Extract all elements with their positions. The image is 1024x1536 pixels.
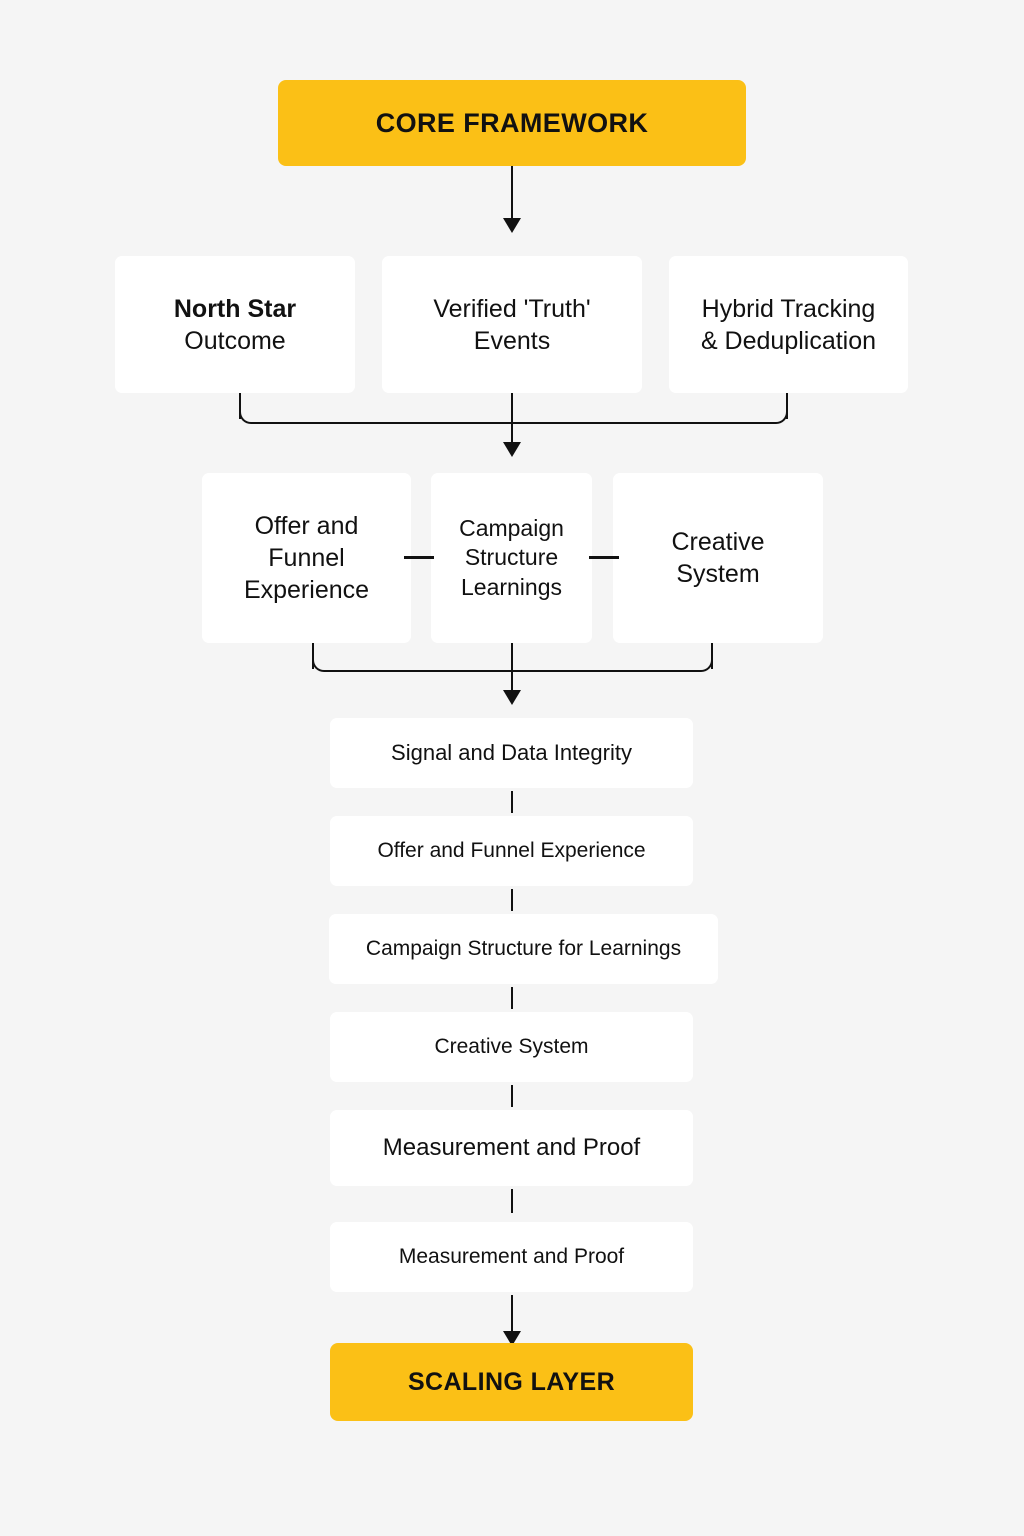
pillar-line-2: Events	[473, 326, 551, 355]
stack-item-label: Campaign Structure for Learnings	[365, 936, 682, 960]
pillar-line-2: & Deduplication	[700, 326, 877, 355]
lever-line-2: Structure	[464, 544, 559, 571]
stack-item-signal-and-data-integrity[interactable]: Signal and Data Integrity	[330, 718, 693, 788]
lever-line-1: Offer and	[254, 512, 359, 540]
connector-stack-to-footer	[511, 1295, 513, 1337]
lever-line-3: Experience	[243, 576, 370, 604]
lever-card-campaign-structure[interactable]: Campaign Structure Learnings	[431, 473, 592, 643]
scaling-layer-label: SCALING LAYER	[407, 1368, 616, 1396]
lever-link-left	[404, 556, 434, 559]
lever-line-2: Funnel	[268, 544, 345, 572]
stack-item-creative-system[interactable]: Creative System	[330, 1012, 693, 1082]
connector-banner-to-pillars	[511, 166, 513, 224]
pillar-card-verified-truth-events[interactable]: Verified 'Truth' Events	[382, 256, 642, 393]
arrowhead-stack-to-footer	[503, 1331, 521, 1346]
stack-item-campaign-structure-for-learnings[interactable]: Campaign Structure for Learnings	[329, 914, 718, 984]
pillar-line-2: Outcome	[184, 326, 286, 355]
core-framework-banner[interactable]: CORE FRAMEWORK	[278, 80, 746, 166]
connector-pillars-to-levers	[511, 393, 513, 448]
lever-line-1: Creative	[671, 528, 765, 556]
arrowhead-banner-to-pillars	[503, 218, 521, 233]
arrowhead-levers-to-stack	[503, 690, 521, 705]
pillar-card-north-star[interactable]: North Star Outcome	[115, 256, 355, 393]
arrowhead-pillars-to-levers	[503, 442, 521, 457]
connector-levers-to-stack	[511, 643, 513, 696]
pillar-line-1: Hybrid Tracking	[701, 294, 876, 323]
stack-connector-5	[511, 1189, 513, 1213]
lever-link-right	[589, 556, 619, 559]
stack-item-label: Offer and Funnel Experience	[377, 838, 646, 862]
pillar-line-1: North Star	[173, 294, 297, 323]
lever-card-offer-and-funnel[interactable]: Offer and Funnel Experience	[202, 473, 411, 643]
lever-card-creative-system[interactable]: Creative System	[613, 473, 823, 643]
pillar-line-1: Verified 'Truth'	[433, 294, 591, 323]
stack-connector-3	[511, 987, 513, 1009]
stack-connector-4	[511, 1085, 513, 1107]
lever-line-3: Learnings	[460, 573, 563, 600]
core-framework-label: CORE FRAMEWORK	[375, 107, 649, 138]
stack-item-measurement-and-proof-secondary[interactable]: Measurement and Proof	[330, 1222, 693, 1292]
stack-item-measurement-and-proof-primary[interactable]: Measurement and Proof	[330, 1110, 693, 1186]
stack-item-label: Measurement and Proof	[382, 1133, 641, 1161]
lever-line-2: System	[676, 560, 760, 588]
merge-bracket-pillars	[239, 396, 788, 424]
stack-item-offer-and-funnel-experience[interactable]: Offer and Funnel Experience	[330, 816, 693, 886]
stack-item-label: Measurement and Proof	[398, 1244, 625, 1268]
pillar-card-hybrid-tracking[interactable]: Hybrid Tracking & Deduplication	[669, 256, 908, 393]
stack-connector-2	[511, 889, 513, 911]
stack-connector-1	[511, 791, 513, 813]
stack-item-label: Signal and Data Integrity	[391, 739, 632, 765]
lever-line-1: Campaign	[459, 514, 564, 541]
scaling-layer-banner[interactable]: SCALING LAYER	[330, 1343, 693, 1421]
stack-item-label: Creative System	[434, 1034, 589, 1058]
